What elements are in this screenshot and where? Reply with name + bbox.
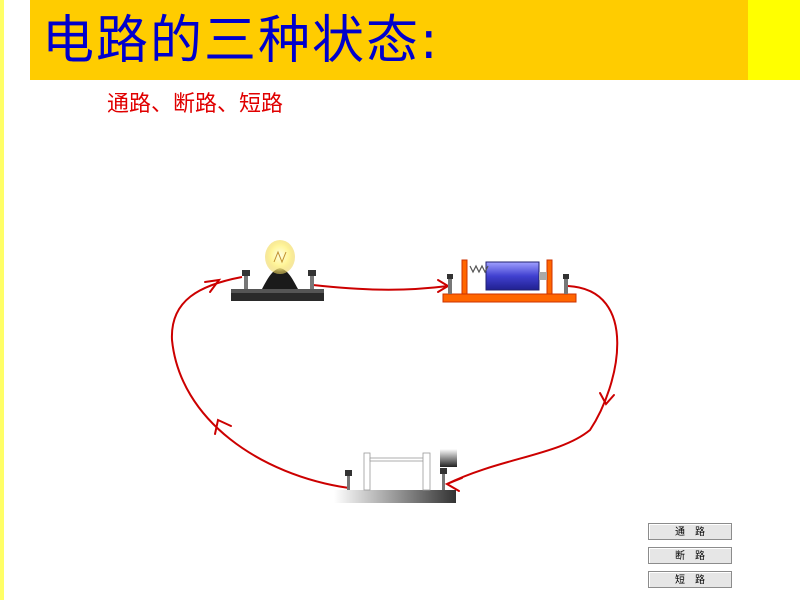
- battery: [442, 259, 577, 303]
- wire-switch-to-bulb: [170, 276, 350, 489]
- arrow-upper-left: [204, 278, 222, 293]
- wires: [170, 276, 619, 489]
- title-bar: [30, 0, 748, 80]
- button-closed-circuit[interactable]: 通路: [648, 523, 732, 540]
- page-title: 电路的三种状态:: [42, 11, 440, 71]
- arrow-bottom: [444, 477, 463, 492]
- page-subtitle: 通路、断路、短路: [107, 92, 284, 117]
- wire-battery-to-switch: [446, 285, 619, 485]
- button-short-circuit[interactable]: 短路: [648, 571, 732, 588]
- top-right-strip: [748, 0, 800, 80]
- wire-bulb-to-battery: [312, 284, 449, 291]
- switch: [334, 449, 457, 503]
- arrow-left: [214, 418, 232, 435]
- left-border-strip: [0, 0, 4, 600]
- arrow-right: [599, 392, 615, 406]
- button-open-circuit[interactable]: 断路: [648, 547, 732, 564]
- bulb-lamp: [231, 240, 324, 301]
